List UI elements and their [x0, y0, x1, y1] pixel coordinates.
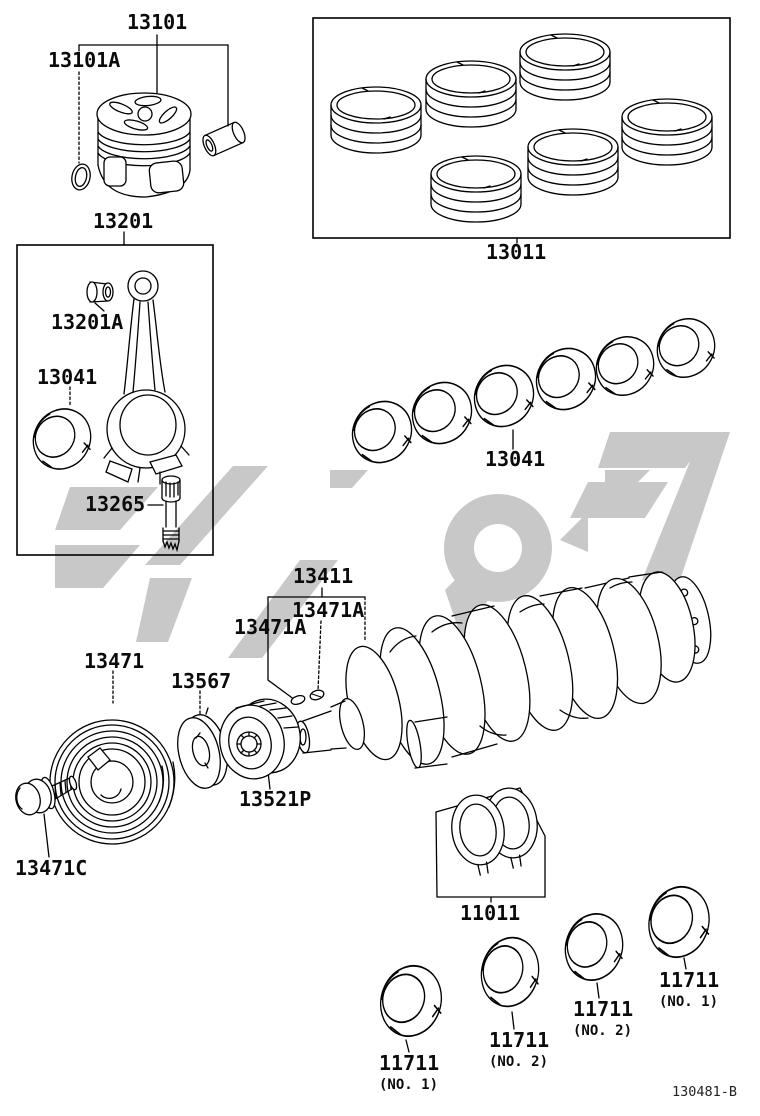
part-label-ring-set: 13011 [486, 240, 547, 264]
snap-ring-drawing [71, 163, 91, 191]
main-bearing-2-code: 11711 [489, 1028, 550, 1052]
part-label-crank-key-rear: 13471A [292, 598, 365, 622]
part-label-rod-bushing: 13201A [51, 310, 124, 334]
connecting-rod-drawing [103, 270, 190, 485]
rod-bushing-drawing [86, 281, 114, 303]
crank-key-drawings [290, 689, 325, 706]
main-bearing-1-code: 11711 [379, 1051, 440, 1075]
crankshaft-drawing [295, 571, 712, 769]
main-bearing-4-position: (NO. 1) [659, 994, 719, 1010]
part-label-pin-snap-ring: 13101A [48, 48, 121, 72]
rod-bolt-drawing [161, 475, 181, 553]
part-label-piston: 13101 [127, 10, 188, 34]
part-label-rod-bolt: 13265 [85, 492, 146, 516]
part-label-main-bearing-3: 11711 (NO. 2) [573, 999, 633, 1038]
piston-pin-drawing [202, 121, 246, 157]
piston-drawing [96, 92, 192, 198]
part-label-pulley-bolt: 13471C [15, 856, 88, 880]
piston-ring-sets [330, 33, 713, 223]
part-label-timing-gear: 13521P [239, 787, 312, 811]
leader-lines [43, 34, 687, 1053]
spacer-plate-drawing [177, 707, 228, 789]
part-label-spacer-plate: 13567 [171, 669, 232, 693]
connecting-rod-box [16, 244, 214, 556]
part-label-crank-bearing: 13041 [485, 447, 546, 471]
part-label-crankshaft: 13411 [293, 564, 354, 588]
timing-gear-drawing [219, 698, 301, 780]
rod-bearing-drawing [25, 399, 99, 479]
ring-set-box [312, 17, 731, 239]
main-bearing-3-code: 11711 [573, 997, 634, 1021]
part-label-connecting-rod: 13201 [93, 209, 154, 233]
main-bearing-1-position: (NO. 1) [379, 1077, 439, 1093]
part-label-main-bearing-4: 11711 (NO. 1) [659, 970, 719, 1009]
part-label-crank-key-front: 13471A [234, 615, 307, 639]
part-label-main-bearing-2: 11711 (NO. 2) [489, 1030, 549, 1069]
main-bearing-lower-row [372, 875, 717, 1048]
part-label-main-bearing-1: 11711 (NO. 1) [379, 1053, 439, 1092]
figure-code: 130481-B [672, 1084, 738, 1100]
watermark-graphic [55, 432, 730, 658]
part-label-thrust-washer: 11011 [460, 901, 521, 925]
main-bearing-4-code: 11711 [659, 968, 720, 992]
main-bearing-2-position: (NO. 2) [489, 1054, 549, 1070]
part-label-rod-bearing: 13041 [37, 365, 98, 389]
pulley-drawing [49, 719, 176, 845]
main-bearing-3-position: (NO. 2) [573, 1023, 633, 1039]
thrust-washer-drawing [435, 784, 546, 898]
part-label-pulley: 13471 [84, 649, 145, 673]
pulley-bolt-drawing [15, 775, 78, 816]
